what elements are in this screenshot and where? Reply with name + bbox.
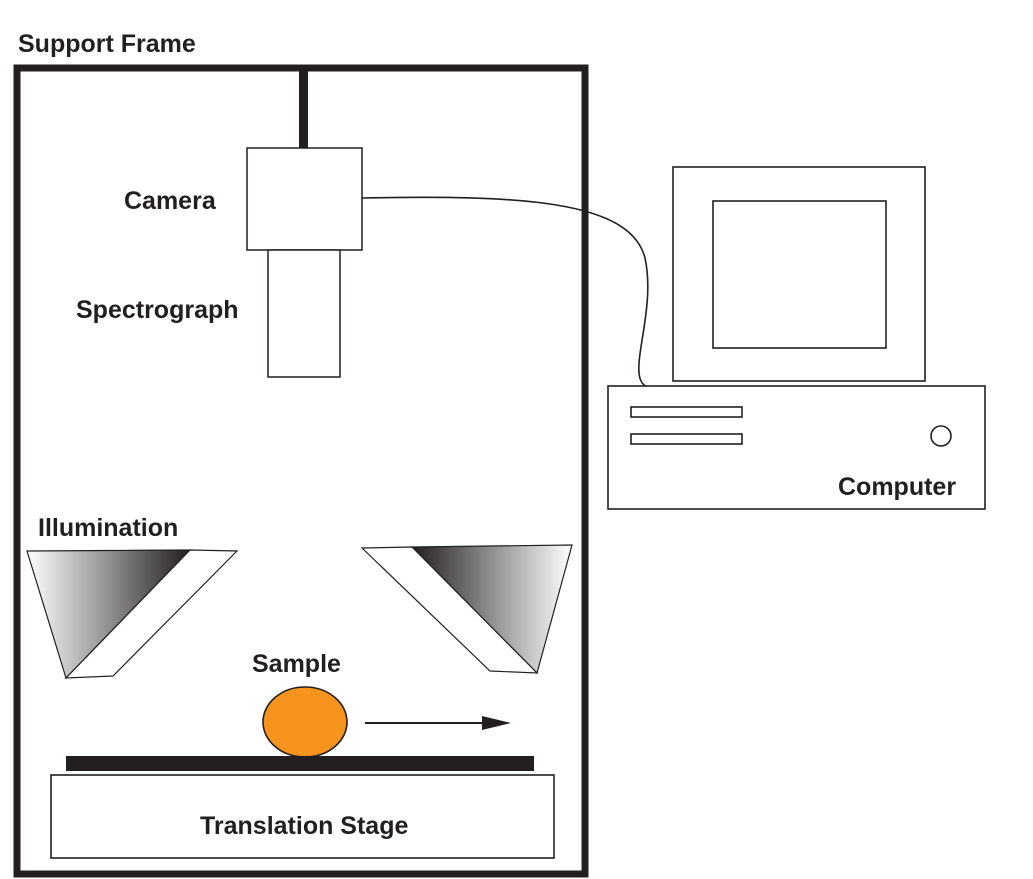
sample-label: Sample: [252, 650, 341, 678]
data-cable: [361, 196, 653, 389]
support-frame: [13, 64, 589, 878]
translation-stage-label: Translation Stage: [200, 812, 408, 840]
camera-label: Camera: [124, 187, 217, 215]
illumination-label: Illumination: [38, 514, 178, 542]
sample: [262, 686, 348, 758]
monitor-screen: [712, 200, 887, 349]
stage-plate: [66, 756, 534, 771]
power-button-icon: [930, 425, 952, 447]
camera-box: [246, 147, 363, 251]
spectrograph-box: [267, 249, 341, 378]
drive-slot-2: [630, 433, 743, 445]
motion-arrow-head: [482, 716, 511, 730]
spectrograph-label: Spectrograph: [76, 296, 239, 324]
left-light-source: [26, 549, 239, 680]
right-light-source: [360, 544, 573, 675]
support-frame-label: Support Frame: [18, 30, 196, 58]
camera-mount-rod: [299, 70, 308, 148]
drive-slot-1: [630, 406, 743, 418]
computer-label: Computer: [838, 473, 956, 501]
translation-stage: [50, 774, 555, 859]
